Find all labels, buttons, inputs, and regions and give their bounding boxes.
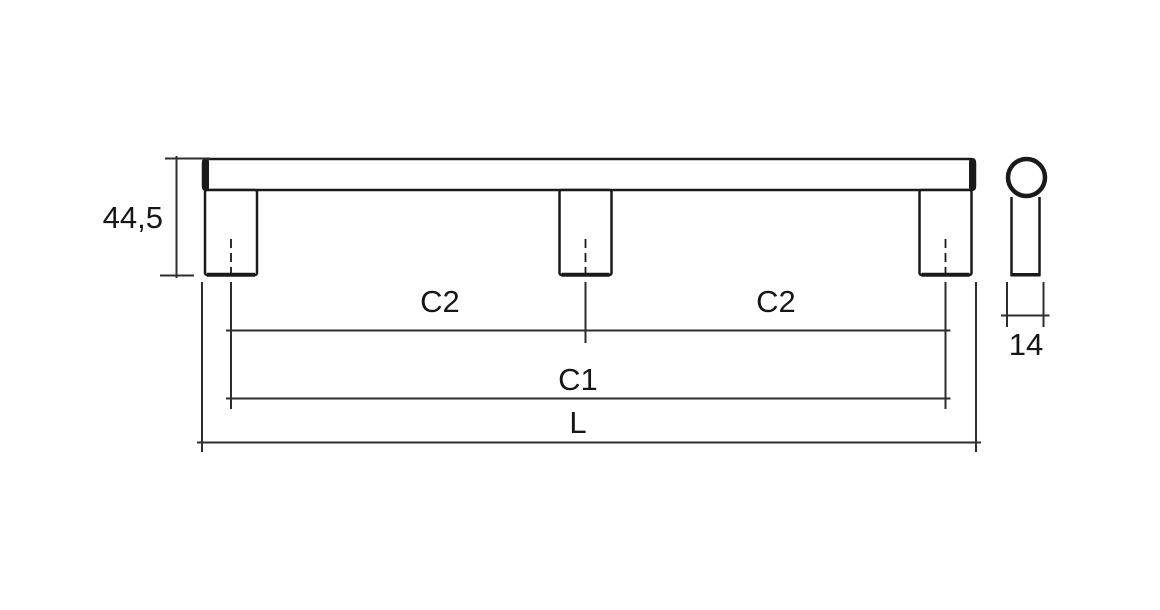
extension-lines xyxy=(201,282,977,452)
front-view xyxy=(201,157,977,281)
post-right-body xyxy=(918,188,973,277)
side-view-bar-cross-section-circle xyxy=(1005,156,1048,199)
dimension-length: L xyxy=(197,405,981,444)
post-left xyxy=(203,188,259,281)
side-view xyxy=(1005,156,1048,277)
dimension-diameter: 14 xyxy=(1001,282,1050,362)
dimension-c1: C1 xyxy=(226,362,951,400)
dimension-c2: C2 C2 xyxy=(226,284,951,332)
length-label: L xyxy=(569,405,586,440)
c1-label: C1 xyxy=(558,362,598,397)
c2-left-label: C2 xyxy=(420,284,460,319)
post-middle-body xyxy=(558,188,613,277)
handle-bar-end-cap-left xyxy=(202,158,209,191)
post-middle xyxy=(558,188,613,281)
side-view-post-body xyxy=(1010,197,1041,276)
c2-right-label: C2 xyxy=(756,284,796,319)
post-left-body xyxy=(203,188,259,277)
post-right xyxy=(918,188,973,281)
dimension-height: 44,5 xyxy=(103,156,210,278)
handle-bar-outline xyxy=(201,157,977,192)
handle-bar-end-cap-right xyxy=(969,158,976,191)
diameter-label: 14 xyxy=(1009,327,1043,362)
height-dimension-label: 44,5 xyxy=(103,200,163,235)
